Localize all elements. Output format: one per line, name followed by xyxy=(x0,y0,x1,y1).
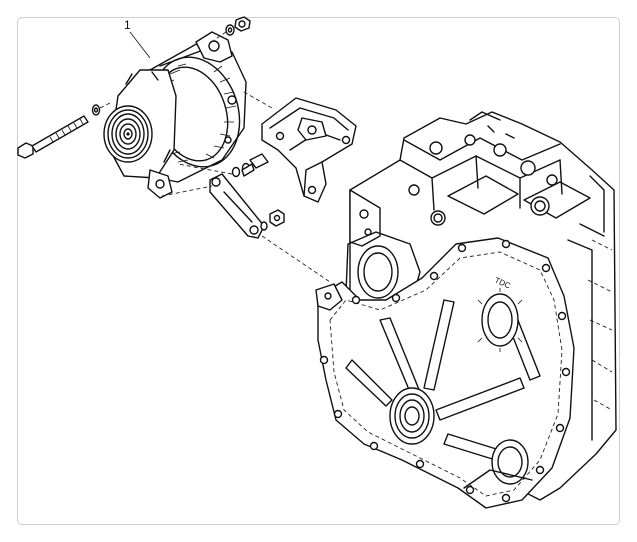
alternator xyxy=(103,31,247,199)
alternator-pulley xyxy=(103,105,153,163)
bracket-bolt xyxy=(177,153,269,178)
crankshaft-seal xyxy=(389,387,435,445)
top-nut-and-washer xyxy=(213,16,251,41)
link-bolt xyxy=(260,209,285,231)
callout-number: 1 xyxy=(124,18,131,32)
engine-mount-boss xyxy=(315,283,343,311)
adjusting-link xyxy=(209,173,265,239)
alternator-mounting-bracket xyxy=(243,91,357,203)
callout-leader xyxy=(129,31,151,59)
long-through-bolt xyxy=(17,101,113,159)
timing-cover: TDC xyxy=(317,237,575,509)
